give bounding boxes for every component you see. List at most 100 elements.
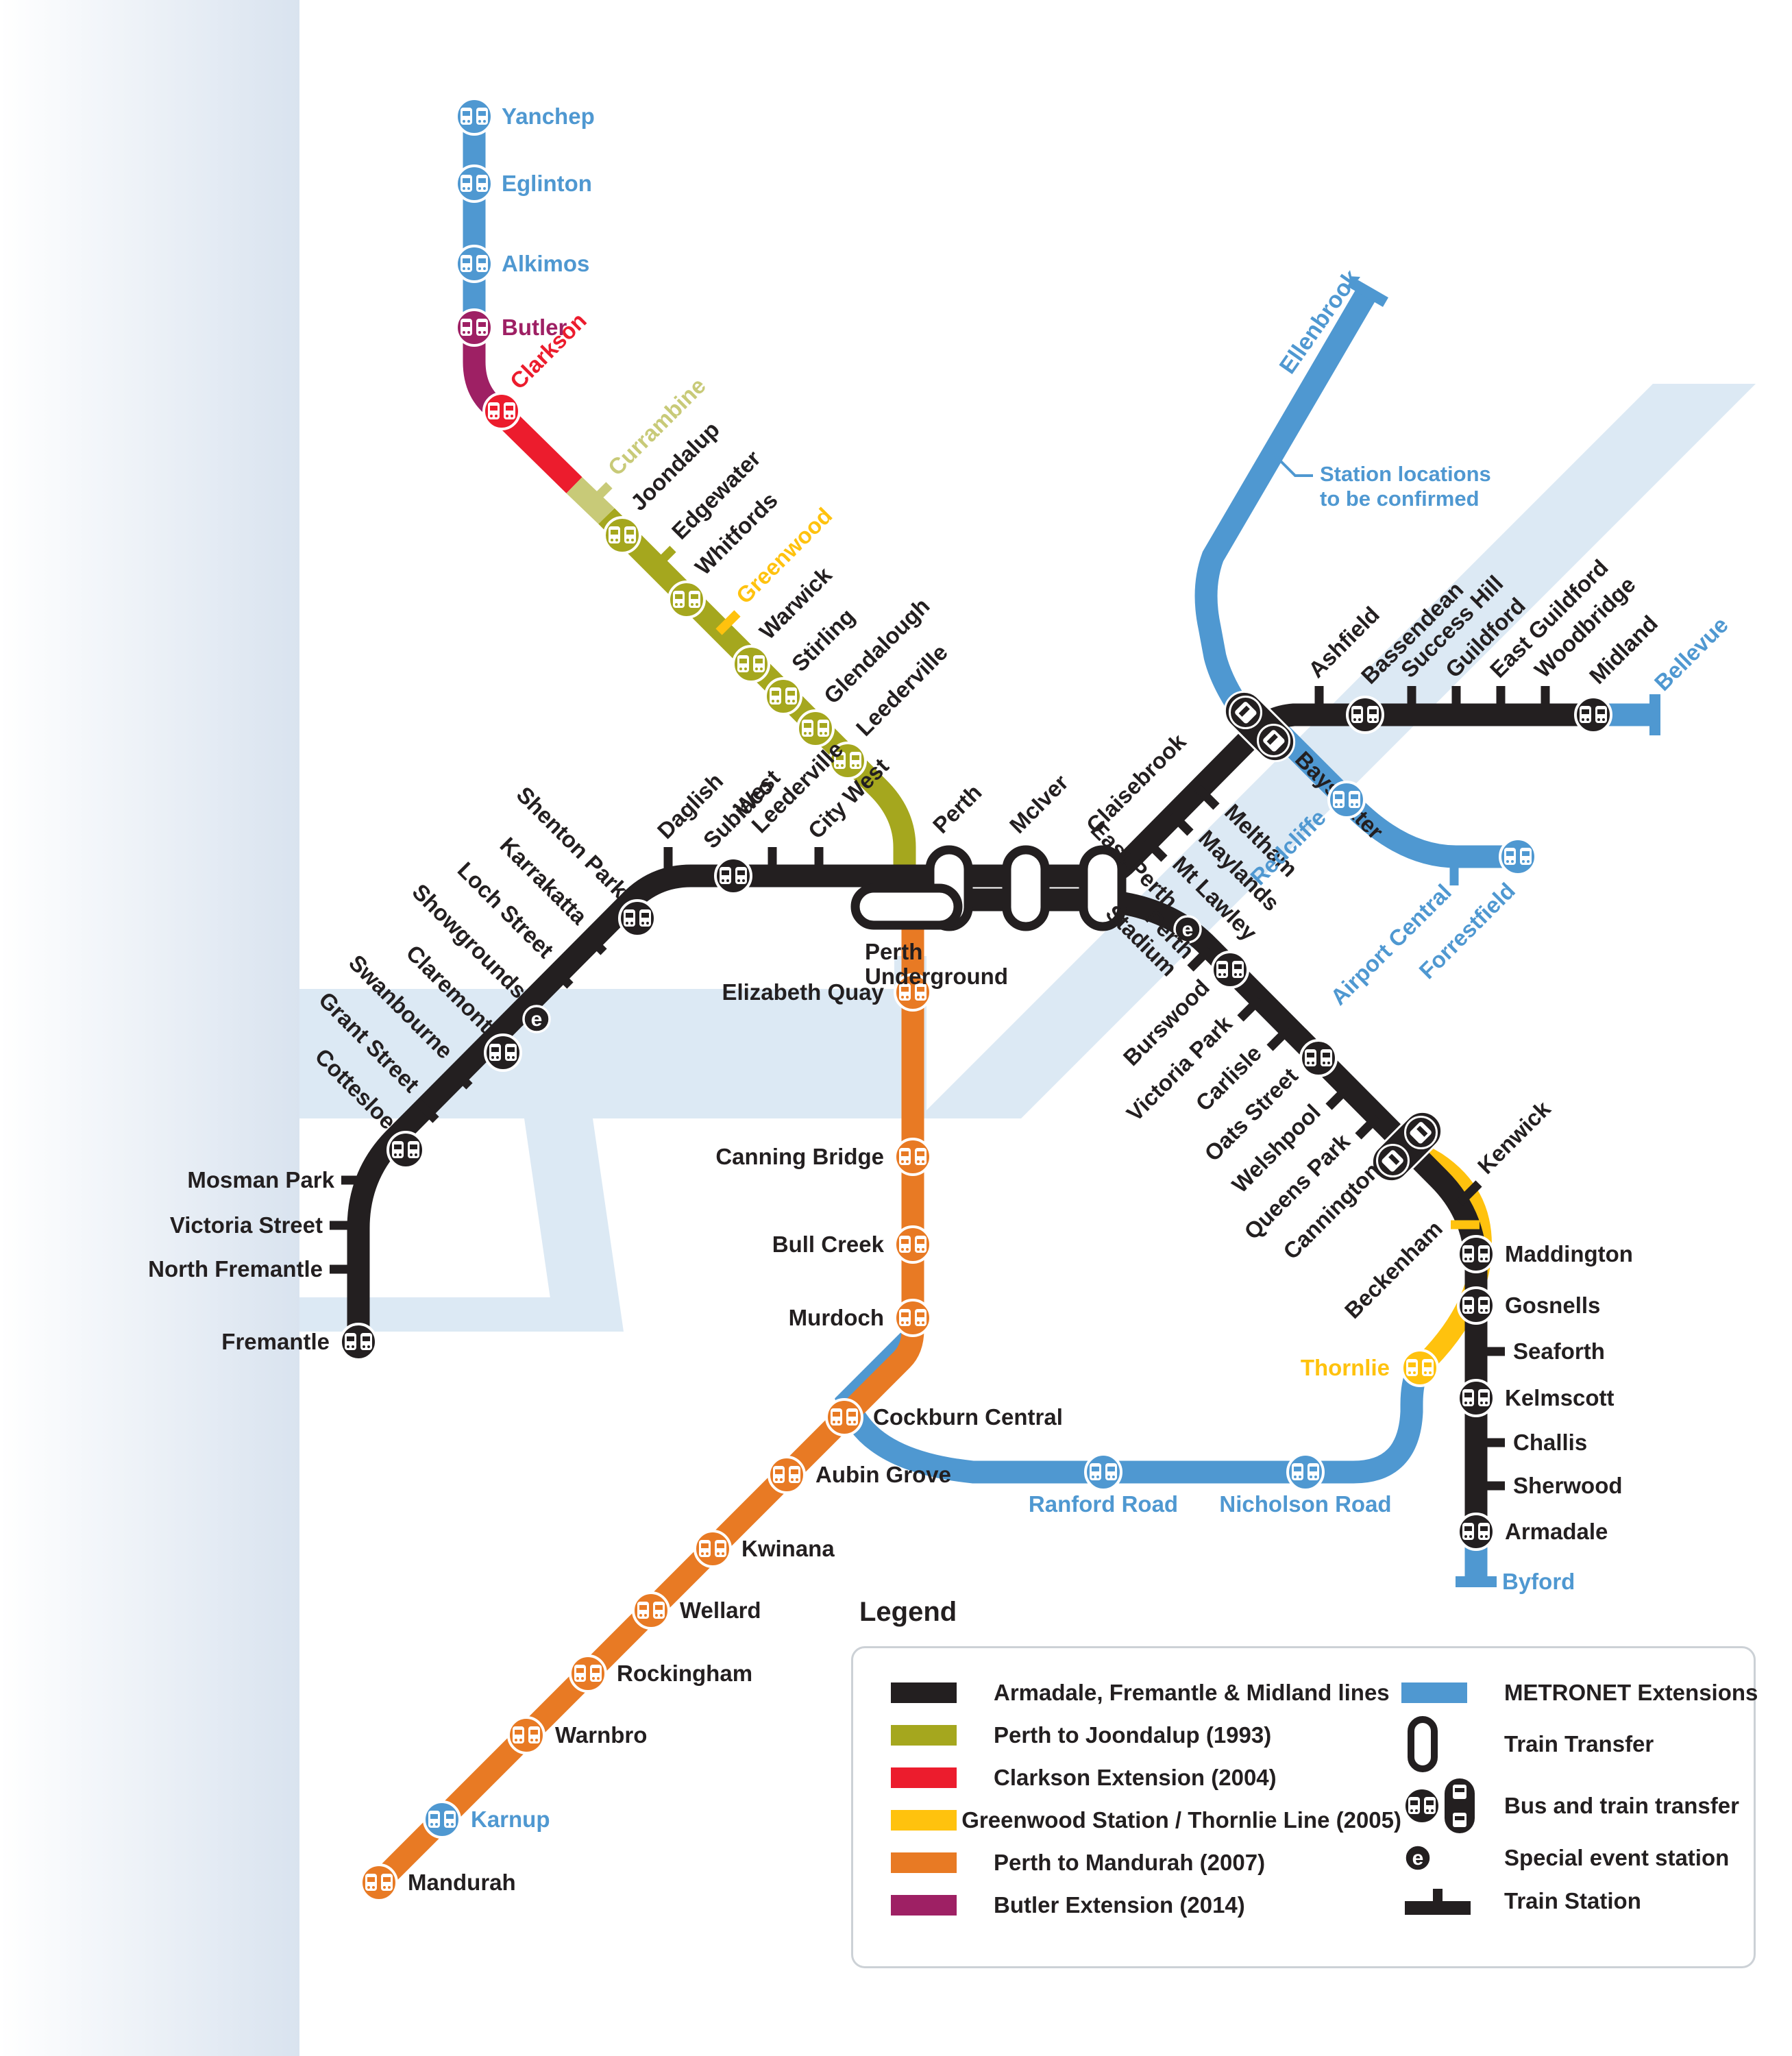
- legend-item-thornlie: Greenwood Station / Thornlie Line (2005): [891, 1799, 1401, 1841]
- station-wellard: [632, 1591, 670, 1630]
- station-label-north-fremantle: North Fremantle: [148, 1256, 323, 1282]
- station-label-armadale: Armadale: [1505, 1519, 1608, 1544]
- blue-line-swatch: [1401, 1682, 1467, 1703]
- legend-label: Greenwood Station / Thornlie Line (2005): [961, 1807, 1401, 1833]
- olive-line-swatch: [891, 1725, 957, 1746]
- station-nicholson-road: [1286, 1453, 1325, 1491]
- station-label-alkimos: Alkimos: [502, 251, 589, 276]
- station-label-canning-bridge: Canning Bridge: [715, 1144, 884, 1169]
- station-label-thornlie: Thornlie: [1301, 1355, 1390, 1380]
- station-meltham: [1194, 785, 1220, 810]
- station-label-kelmscott: Kelmscott: [1505, 1385, 1615, 1410]
- station-label-kenwick: Kenwick: [1473, 1096, 1556, 1179]
- train-transfer-icon: [1401, 1715, 1504, 1774]
- station-label-butler: Butler: [502, 315, 567, 340]
- special-event-icon: e: [1401, 1841, 1504, 1874]
- station-currambine: [587, 482, 613, 507]
- station-label-challis: Challis: [1513, 1430, 1587, 1455]
- map-text-mciver: McIver: [1005, 770, 1073, 838]
- station-label-bellevue: Bellevue: [1649, 612, 1733, 696]
- station-label-yanchep: Yanchep: [502, 103, 595, 129]
- station-kenwick: [1456, 1180, 1482, 1206]
- legend-item-bus-train-transfer: Bus and train transfer: [1401, 1774, 1758, 1837]
- station-label-eglinton: Eglinton: [502, 171, 592, 196]
- station-rockingham: [569, 1654, 607, 1693]
- station-midland: [1574, 696, 1612, 734]
- perth-underground-lozenge: [850, 883, 963, 930]
- station-murdoch: [894, 1299, 932, 1337]
- svg-text:e: e: [1182, 918, 1194, 941]
- coast-gradient-band: [0, 0, 299, 2056]
- svg-text:e: e: [1412, 1847, 1424, 1870]
- station-label-ranford-road: Ranford Road: [1029, 1491, 1178, 1517]
- station-east-perth: e: [1173, 915, 1202, 944]
- swan-river-shape-4: [524, 1118, 624, 1332]
- callout-leader-line: [1272, 452, 1313, 477]
- legend-item-joondalup: Perth to Joondalup (1993): [891, 1714, 1401, 1757]
- legend-item-special-event: e Special event station: [1401, 1837, 1758, 1878]
- train-station-icon: [1401, 1885, 1504, 1918]
- legend-label: Train Station: [1504, 1888, 1641, 1913]
- station-queens-park: [1355, 1114, 1381, 1140]
- station-oats-street: [1299, 1039, 1338, 1077]
- station-label-karnup: Karnup: [471, 1807, 550, 1832]
- legend-item-train-transfer: Train Transfer: [1401, 1714, 1758, 1774]
- bus-and-train-transfer-icon: [1401, 1776, 1504, 1836]
- station-label-murdoch: Murdoch: [789, 1305, 884, 1330]
- station-clarkson: [482, 392, 521, 430]
- station-loch-street: [548, 963, 574, 989]
- svg-text:e: e: [531, 1008, 543, 1031]
- station-thornlie: [1401, 1349, 1439, 1387]
- station-welshpool: [1325, 1084, 1351, 1110]
- station-label-cockburn-central: Cockburn Central: [873, 1404, 1063, 1430]
- station-eglinton: [455, 164, 493, 203]
- station-label-aubin-grove: Aubin Grove: [815, 1462, 951, 1487]
- orange-line-swatch: [891, 1852, 957, 1873]
- station-claremont: [484, 1033, 522, 1072]
- station-perth-stadium: [1187, 946, 1213, 972]
- station-ellenbrook: [1347, 277, 1388, 307]
- legend-label: Train Transfer: [1504, 1731, 1654, 1757]
- station-forrestfield: [1499, 837, 1537, 876]
- station-redcliffe: [1327, 781, 1366, 819]
- station-yanchep: [455, 97, 493, 136]
- station-bellevue: [1649, 694, 1660, 735]
- station-label-maddington: Maddington: [1505, 1241, 1633, 1266]
- station-label-rockingham: Rockingham: [617, 1661, 752, 1686]
- legend-title: Legend: [859, 1597, 957, 1627]
- station-bull-creek: [894, 1225, 932, 1264]
- station-cockburn-central: [825, 1398, 863, 1436]
- red-line-swatch: [891, 1767, 957, 1788]
- station-label-gosnells: Gosnells: [1505, 1293, 1600, 1318]
- station-greenwood: [715, 610, 741, 635]
- station-bassendean: [1346, 696, 1384, 734]
- station-leederville: [829, 742, 867, 780]
- legend-item-clarkson: Clarkson Extension (2004): [891, 1757, 1401, 1799]
- station-label-mosman-park: Mosman Park: [187, 1167, 334, 1192]
- station-carlisle: [1266, 1025, 1292, 1051]
- line-thornlie-cockburn: [835, 1328, 1429, 1484]
- station-kelmscott: [1457, 1379, 1495, 1417]
- station-cannington: [1371, 1110, 1443, 1183]
- station-warnbro: [507, 1716, 545, 1754]
- station-label-beckenham: Beckenham: [1340, 1216, 1447, 1323]
- legend-left-column: Armadale, Fremantle & Midland lines Pert…: [891, 1672, 1401, 1966]
- station-shenton-park: [618, 899, 656, 938]
- station-canning-bridge: [894, 1138, 932, 1176]
- station-stirling: [764, 677, 802, 715]
- station-cottesloe: [386, 1131, 425, 1169]
- station-mt-lawley: [1142, 837, 1168, 862]
- station-label-seaforth: Seaforth: [1513, 1338, 1605, 1364]
- legend-label: Clarkson Extension (2004): [994, 1765, 1277, 1790]
- station-aubin-grove: [768, 1456, 806, 1494]
- legend-label: METRONET Extensions: [1504, 1680, 1758, 1705]
- legend-label: Special event station: [1504, 1845, 1730, 1870]
- legend-label: Perth to Joondalup (1993): [994, 1722, 1272, 1748]
- station-label-nicholson-road: Nicholson Road: [1219, 1491, 1391, 1517]
- station-mandurah: [360, 1863, 398, 1902]
- station-label-wellard: Wellard: [680, 1598, 761, 1623]
- station-label-byford: Byford: [1502, 1569, 1575, 1594]
- station-showgrounds: e: [522, 1005, 551, 1033]
